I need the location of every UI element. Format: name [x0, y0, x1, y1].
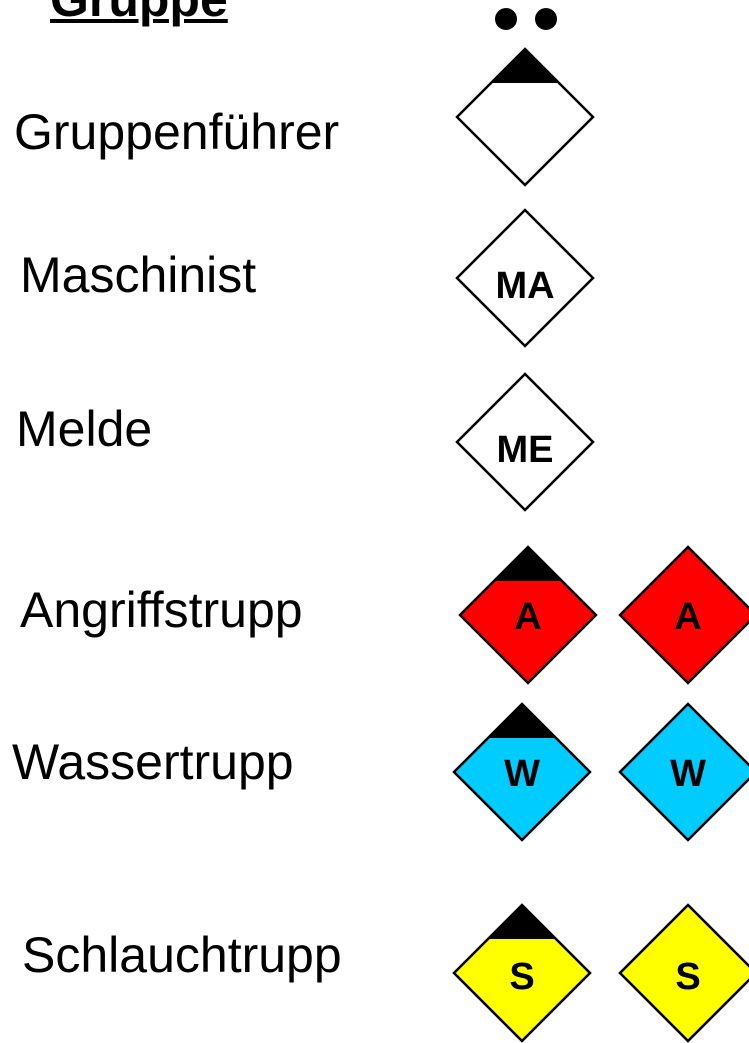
- leader-triangle-icon: [488, 905, 556, 939]
- role-label-schlauchtrupp: Schlauchtrupp: [22, 927, 342, 983]
- role-label-wassertrupp: Wassertrupp: [12, 734, 294, 790]
- dot-icon: [535, 8, 557, 30]
- group-leader-dots-icon: [495, 8, 565, 30]
- leader-triangle-icon: [494, 547, 562, 581]
- diamond-shape: [618, 545, 749, 685]
- symbol-label: A: [674, 596, 701, 638]
- symbol-label: S: [675, 956, 700, 998]
- leader-triangle-icon: [488, 704, 556, 738]
- symbol-label: MA: [495, 265, 554, 307]
- role-label-gruppenfuehrer: Gruppenführer: [14, 104, 340, 160]
- role-label-melder: Melde: [16, 401, 153, 457]
- diamond-shape: [455, 208, 595, 348]
- symbol-label: W: [504, 753, 540, 795]
- symbol-schlauchtrupp-member: S: [618, 903, 749, 1043]
- symbol-maschinist: MA: [455, 208, 595, 348]
- role-label-angriffstrupp: Angriffstrupp: [20, 582, 303, 638]
- symbol-melder: ME: [455, 372, 595, 512]
- symbol-angriffstrupp-member: A: [618, 545, 749, 685]
- dot-icon: [495, 8, 517, 30]
- symbol-label: ME: [497, 429, 554, 471]
- symbol-gruppenfuehrer: [455, 47, 595, 187]
- symbol-schlauchtrupp-leader: S: [452, 903, 592, 1043]
- page-title: Gruppe: [50, 0, 228, 24]
- symbol-wassertrupp-leader: W: [452, 702, 592, 842]
- symbol-angriffstrupp-leader: A: [458, 545, 598, 685]
- leader-triangle-icon: [491, 49, 559, 83]
- symbol-label: W: [670, 753, 706, 795]
- symbol-label: A: [514, 596, 541, 638]
- diamond-shape: [455, 372, 595, 512]
- symbol-label: S: [509, 956, 534, 998]
- role-label-maschinist: Maschinist: [20, 247, 257, 303]
- diamond-shape: [618, 702, 749, 842]
- symbol-wassertrupp-member: W: [618, 702, 749, 842]
